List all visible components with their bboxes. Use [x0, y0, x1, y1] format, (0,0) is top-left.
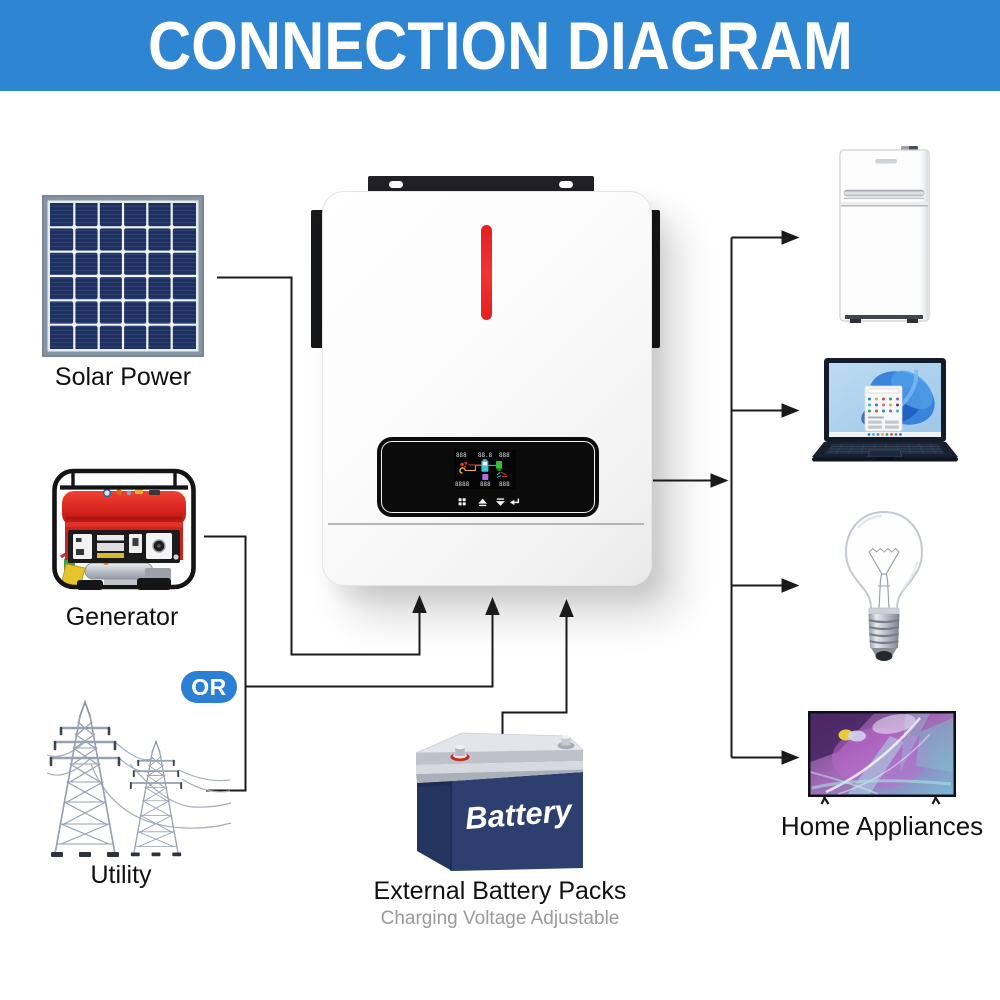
- arrowhead-bulb: [781, 578, 800, 593]
- refrigerator-icon: [839, 146, 930, 323]
- bracket-hole: [559, 181, 573, 188]
- tv-icon: [808, 711, 956, 805]
- lcd-value: 88.8: [478, 453, 493, 459]
- arrowhead-solar: [412, 595, 427, 613]
- inverter-mount-bracket: [368, 176, 594, 193]
- battery-icon: Battery: [415, 732, 584, 871]
- battery-face-label: Battery: [464, 793, 575, 836]
- menu-grid-icon: [458, 498, 466, 506]
- arrowhead-tv: [781, 750, 800, 765]
- laptop-icon: [812, 358, 958, 462]
- refrigerator: [839, 146, 931, 331]
- inverter-display: 888 88.8 888 8888 888 888: [377, 437, 599, 517]
- solar-panel: [42, 195, 204, 362]
- arrowhead-fridge: [781, 230, 800, 245]
- or-badge: OR: [181, 671, 237, 703]
- battery-label: External Battery Packs: [373, 877, 627, 905]
- banner: CONNECTION DIAGRAM: [0, 0, 1000, 91]
- tv: [808, 710, 958, 811]
- home-appliances-label: Home Appliances: [780, 811, 984, 841]
- laptop: [806, 356, 966, 469]
- lcd-value: 888: [499, 453, 510, 459]
- solar-panel-icon: [42, 195, 204, 357]
- light-bulb-icon: [844, 510, 924, 661]
- arrowhead-or: [485, 597, 500, 615]
- arrowhead-laptop: [781, 403, 800, 418]
- transmission-tower-icon: [46, 700, 232, 859]
- up-arrow-icon: [478, 498, 488, 507]
- inverter: 888 88.8 888 8888 888 888: [322, 191, 652, 586]
- generator-label: Generator: [65, 603, 179, 631]
- connector-or-to-inverter: [245, 614, 494, 688]
- lcd-value: 888: [456, 453, 467, 459]
- utility-label: Utility: [90, 861, 152, 889]
- inverter-touch-keys: [458, 498, 520, 507]
- lcd-value: 888: [499, 482, 510, 488]
- battery-sublabel: Charging Voltage Adjustable: [380, 908, 620, 929]
- light-bulb: [838, 508, 930, 668]
- generator-icon: [52, 468, 196, 590]
- lcd-value: 888: [480, 482, 491, 488]
- enter-key-icon: [509, 498, 520, 506]
- inverter-led-strip: [481, 225, 492, 320]
- banner-title: CONNECTION DIAGRAM: [147, 7, 853, 84]
- lcd-value: 8888: [455, 482, 470, 488]
- battery: Battery: [400, 725, 600, 885]
- arrowhead-inverter-out: [710, 473, 729, 488]
- bracket-hole: [389, 181, 403, 188]
- generator: [49, 462, 199, 602]
- inverter-seam-line: [328, 523, 644, 525]
- down-arrow-icon: [496, 498, 505, 506]
- inverter-lcd-screen: 888 88.8 888 8888 888 888: [454, 449, 516, 489]
- arrowhead-battery: [559, 599, 574, 617]
- utility: [45, 695, 245, 865]
- solar-power-label: Solar Power: [54, 363, 192, 391]
